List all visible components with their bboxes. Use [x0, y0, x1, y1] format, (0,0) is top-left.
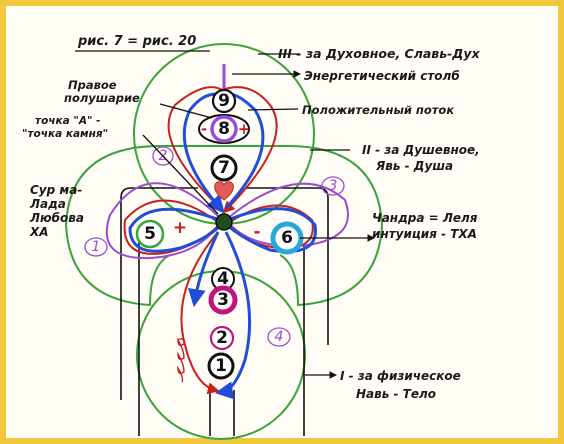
label-left-name-1: Сур ма-: [30, 183, 82, 197]
svg-text:1: 1: [215, 356, 227, 376]
label-level-2-1: II - за Душевное,: [362, 143, 480, 157]
center-1: 1: [209, 354, 233, 378]
label-left-name-3: Любова: [29, 211, 84, 225]
label-left-name-2: Лада: [29, 197, 66, 211]
label-point-a-1: точка "А" -: [35, 115, 100, 127]
center-8: 8 - +: [199, 115, 250, 143]
label-left-name-4: ХА: [29, 225, 49, 239]
label-right-name-1: Чандра = Леля: [372, 211, 478, 225]
svg-text:4: 4: [275, 329, 284, 345]
label-level-3: III - за Духовное, Славь-Дух: [278, 46, 481, 61]
center-3: 3: [211, 288, 235, 312]
sign-minus-8: -: [201, 120, 207, 138]
heart-icon: [215, 182, 234, 200]
sign-plus-5: +: [173, 218, 187, 238]
svg-text:1: 1: [92, 239, 101, 255]
sign-minus-6: -: [253, 222, 260, 242]
svg-text:5: 5: [144, 224, 156, 244]
loop-label-4: 4: [268, 328, 290, 346]
loop-label-1: 1: [85, 238, 107, 256]
center-9: 9: [213, 90, 235, 112]
label-positive-flow: Положительный поток: [302, 103, 455, 117]
svg-text:7: 7: [218, 158, 230, 178]
label-level-2-2: Явь - Душа: [375, 159, 453, 173]
label-level-1-1: I - за физическое: [340, 369, 461, 383]
center-2: 2: [211, 327, 233, 349]
svg-text:6: 6: [281, 228, 293, 248]
label-energy-pillar: Энергетический столб: [304, 69, 460, 83]
center-a-point: [216, 214, 232, 230]
label-right-name-2: интуиция - ТХА: [372, 227, 477, 241]
svg-text:3: 3: [217, 290, 229, 310]
label-point-a-2: "точка камня": [22, 128, 108, 140]
loop-label-3: 3: [322, 177, 344, 195]
label-level-1-2: Навь - Тело: [356, 387, 436, 401]
sign-plus-8: +: [238, 120, 251, 138]
center-7: 7: [212, 156, 236, 180]
svg-text:2: 2: [216, 328, 228, 348]
center-5: 5 +: [137, 218, 187, 247]
red-spiral: [178, 339, 184, 382]
label-right-hemisphere-1: Правое: [68, 78, 117, 92]
svg-text:3: 3: [329, 178, 338, 194]
diagram-title: рис. 7 = рис. 20: [77, 34, 196, 49]
svg-text:9: 9: [218, 91, 230, 111]
svg-text:8: 8: [218, 119, 230, 139]
label-right-hemisphere-2: полушарие: [64, 91, 140, 105]
